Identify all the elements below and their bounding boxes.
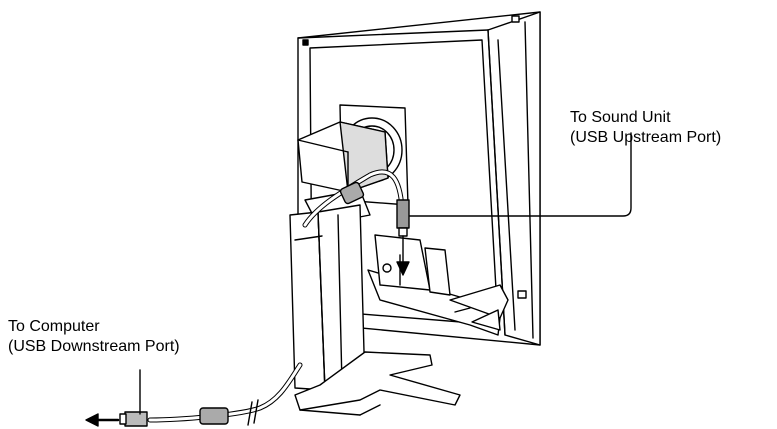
usb-cable bbox=[147, 169, 405, 426]
label-sound-unit-line2: (USB Upstream Port) bbox=[570, 129, 722, 146]
stand-base bbox=[294, 351, 461, 416]
usb-upstream-plug bbox=[396, 199, 410, 276]
usb-downstream-plug bbox=[85, 411, 148, 427]
label-computer: To Computer (USB Downstream Port) bbox=[8, 317, 180, 357]
label-computer-line2: (USB Downstream Port) bbox=[8, 338, 180, 355]
leader-line-sound-unit bbox=[409, 132, 632, 217]
label-sound-unit-line1: To Sound Unit bbox=[570, 109, 671, 126]
ferrite-core-lower bbox=[199, 407, 229, 425]
ferrite-core-upper bbox=[339, 181, 365, 205]
label-computer-line1: To Computer bbox=[8, 318, 100, 335]
label-sound-unit: To Sound Unit (USB Upstream Port) bbox=[570, 108, 721, 148]
stand-arm bbox=[297, 121, 389, 226]
